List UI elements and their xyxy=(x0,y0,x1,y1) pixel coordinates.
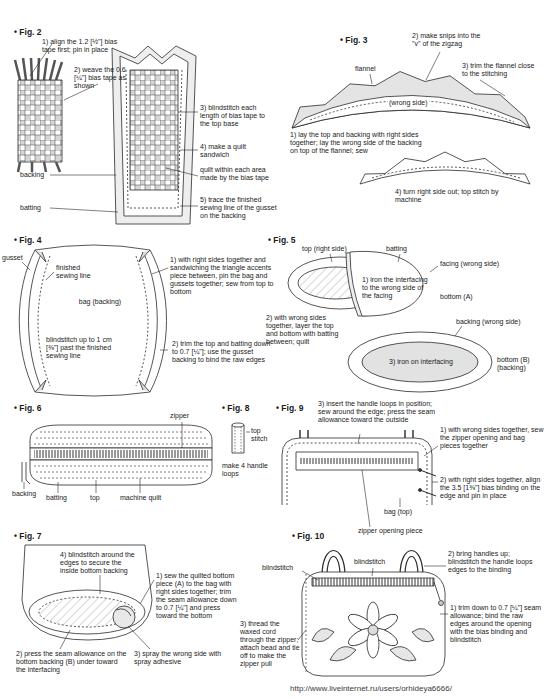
instruction-note: 1) sew the quilted bottom piece (A) to t… xyxy=(156,572,240,620)
part-name: backing xyxy=(12,490,36,498)
part-name: machine quilt xyxy=(120,494,161,502)
figure-label: • Fig. 10 xyxy=(292,532,324,542)
instruction-note: 1) with wrong sides together, sew the zi… xyxy=(440,426,544,450)
facing xyxy=(350,251,423,316)
part-name: gusset xyxy=(2,254,23,262)
instruction-note: 3) trim the flannel close to the stitchi… xyxy=(462,62,538,78)
part-name: bag (backing) xyxy=(78,298,122,306)
turned-piece xyxy=(360,152,530,184)
handle-loop xyxy=(232,423,250,453)
part-name: (wrong side) xyxy=(388,99,429,107)
instruction-note: 3) spray the wrong side with spray adhes… xyxy=(134,650,230,666)
flower-motif xyxy=(312,602,434,661)
woven-strips xyxy=(15,58,62,172)
bag-piece xyxy=(30,425,212,448)
part-name: blindstitch xyxy=(262,564,293,572)
instruction-note: quilt within each area made by the bias … xyxy=(200,166,270,182)
finished-bag xyxy=(302,572,445,676)
part-name: batting xyxy=(46,494,67,502)
instruction-note: make 4 handle loops xyxy=(222,462,270,478)
part-name: bottom (A) xyxy=(440,293,473,301)
figure-label: • Fig. 9 xyxy=(276,404,304,414)
instruction-note: 3) blindstitch each length of bias tape … xyxy=(200,104,276,128)
instruction-note: blindstitch up to 1 cm [⅜"] past the fin… xyxy=(46,336,120,360)
bottom-piece xyxy=(29,590,145,634)
part-name: batting xyxy=(386,245,407,253)
instruction-note: 2) with wrong sides together, layer the … xyxy=(266,314,346,346)
instruction-note: 1) lay the top and backing with right si… xyxy=(290,131,422,155)
instruction-note: 2) weave the 0.6 [¼"] bias tape as shown xyxy=(74,66,128,90)
part-name: backing (wrong side) xyxy=(456,318,521,326)
figure-label: • Fig. 6 xyxy=(14,404,42,414)
instruction-note: 2) press the seam allowance on the botto… xyxy=(16,650,128,674)
instruction-note: 5) trace the finished sewing line of the… xyxy=(200,196,280,220)
instruction-note: 3) insert the handle loops in position; … xyxy=(318,400,440,424)
part-name: batting xyxy=(20,204,41,212)
instruction-note: 1) align the 1.2 [½"] bias tape first; p… xyxy=(42,38,130,54)
figure-label: • Fig. 3 xyxy=(340,36,368,46)
bottom-backing xyxy=(348,332,492,392)
bag-backing xyxy=(19,245,166,396)
instruction-note: 4) make a quilt sandwich xyxy=(200,143,266,159)
instruction-note: 4) turn right side out; top stitch by ma… xyxy=(395,188,515,204)
figure-label: • Fig. 5 xyxy=(268,236,296,246)
part-name: finished sewing line xyxy=(56,264,100,280)
part-name: zipper xyxy=(170,412,189,420)
figure-label: • Fig. 4 xyxy=(14,236,42,246)
instruction-note: 1) iron the interfacing to the wrong sid… xyxy=(362,276,428,300)
watermark: http://www.liveinternet.ru/users/orhidey… xyxy=(290,684,452,693)
part-name: zipper opening piece xyxy=(358,527,428,535)
zipper-tape xyxy=(30,448,212,460)
instruction-note: 2) with right sides together, align the … xyxy=(440,476,544,500)
part-name: bottom (B) (backing) xyxy=(497,356,543,372)
instruction-note: 2) make snips into the "v" of the zigzag xyxy=(412,32,490,48)
instruction-note: 1) with right sides together and sandwic… xyxy=(170,256,274,296)
part-name: top xyxy=(90,494,100,502)
instruction-note: 4) blindstitch around the edges to secur… xyxy=(60,551,138,575)
instruction-note: 2) trim the top and batting down to 0.7 … xyxy=(172,340,272,364)
part-name: backing xyxy=(20,171,44,179)
part-name: flannel xyxy=(355,65,376,73)
zipper-opening xyxy=(296,452,418,470)
bag-body xyxy=(22,545,152,640)
top-base xyxy=(120,54,188,216)
figure-label: • Fig. 8 xyxy=(222,404,250,414)
instruction-note: 3) iron on interfacing xyxy=(388,358,454,366)
instruction-note: 2) bring handles up; blindstitch the han… xyxy=(448,550,542,574)
figure-label: • Fig. 7 xyxy=(14,532,42,542)
part-name: top stitch xyxy=(251,427,277,443)
peeled-corner xyxy=(113,606,135,628)
instruction-note: 3) thread the waxed cord through the zip… xyxy=(240,620,300,668)
part-name: facing (wrong side) xyxy=(440,260,499,268)
instruction-note: 1) trim down to 0.7 [¼"] seam allowance;… xyxy=(450,604,544,644)
part-name: top (right side) xyxy=(302,245,347,253)
flannel-layer xyxy=(292,72,530,129)
part-name: blindstitch xyxy=(354,558,385,566)
bag-piece xyxy=(30,460,212,485)
bag-top xyxy=(282,438,432,505)
part-name: bag (top) xyxy=(384,508,412,516)
figure-label: • Fig. 2 xyxy=(14,28,42,38)
